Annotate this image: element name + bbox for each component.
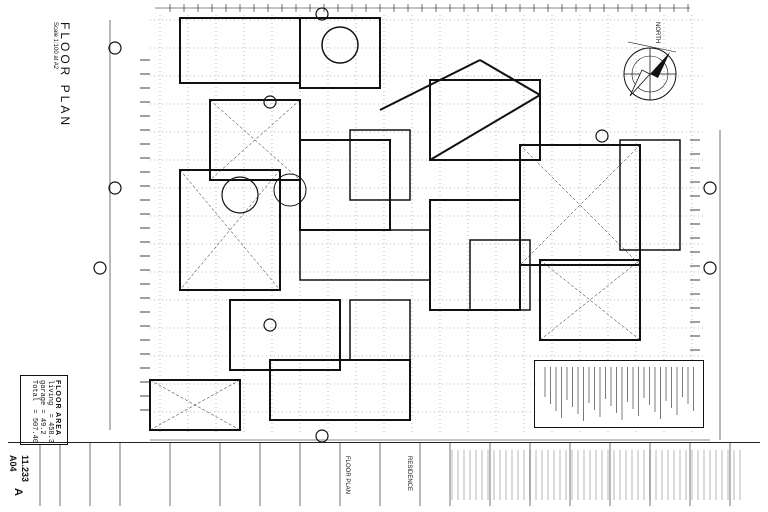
north-arrow-icon: [623, 41, 677, 101]
floor-area-heading: FLOOR AREA: [54, 380, 61, 437]
paper-size: A04: [8, 455, 18, 472]
project-name: RESIDENCE: [406, 456, 412, 492]
notes-text-lines: [544, 367, 694, 421]
drawing-name: FLOOR PLAN: [344, 456, 350, 495]
revision-letter: A: [12, 488, 24, 496]
floor-area-row: living = 458.3: [46, 380, 54, 444]
floor-area-row: garage = 49.2: [38, 380, 46, 435]
sheet-number: 11.233: [20, 455, 30, 483]
title-block: [8, 442, 760, 507]
sheet-title: FLOOR PLAN: [58, 22, 72, 129]
sheet-title-group: FLOOR PLAN Scale 1:100 at A2: [52, 22, 72, 128]
floor-area-row: Total = 507.40: [30, 380, 38, 444]
floor-area-box: FLOOR AREA living = 458.3 garage = 49.2 …: [20, 375, 68, 445]
notes-box: [534, 360, 704, 428]
north-label: NORTH: [654, 22, 660, 44]
